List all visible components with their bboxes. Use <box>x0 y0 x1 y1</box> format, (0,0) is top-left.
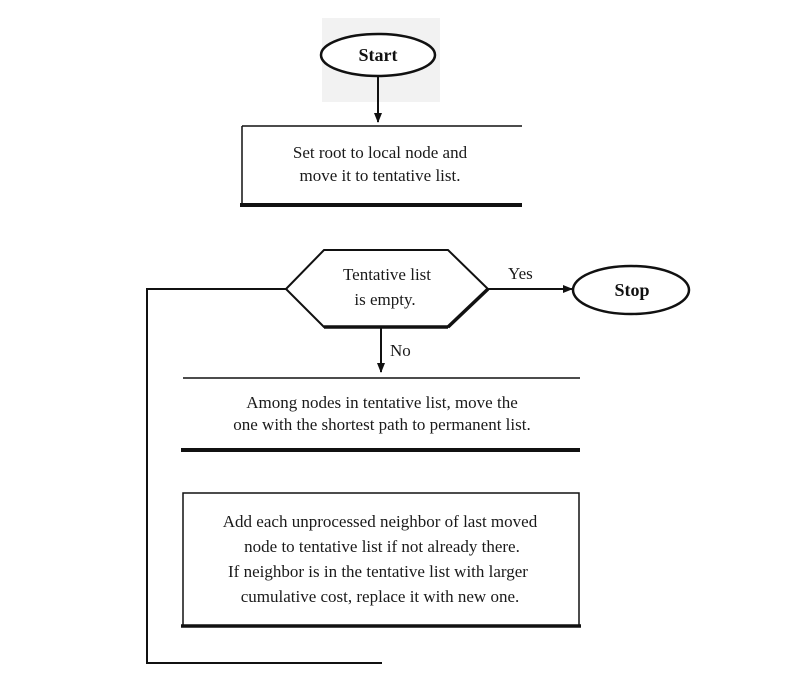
step2-line-1: Among nodes in tentative list, move the <box>246 393 518 412</box>
step3-line-2: node to tentative list if not already th… <box>244 537 520 556</box>
step1-process: Set root to local node and move it to te… <box>240 125 522 207</box>
step3-line-1: Add each unprocessed neighbor of last mo… <box>223 512 538 531</box>
stop-oval <box>571 264 691 316</box>
decision-line-2: is empty. <box>354 290 415 309</box>
step3-process: Add each unprocessed neighbor of last mo… <box>181 492 581 628</box>
start-label: Start <box>359 45 398 65</box>
step1-line-2: move it to tentative list. <box>299 166 460 185</box>
loop-back-connector <box>146 288 382 664</box>
start-terminal: Start <box>319 18 440 102</box>
step1-line-1: Set root to local node and <box>293 143 468 162</box>
decision-shadow-edge <box>446 287 490 329</box>
step2-line-2: one with the shortest path to permanent … <box>233 415 530 434</box>
yes-label: Yes <box>508 264 533 283</box>
stop-terminal: Stop <box>571 264 691 316</box>
step3-line-4: cumulative cost, replace it with new one… <box>241 587 520 606</box>
decision-node: Tentative list is empty. <box>284 249 490 329</box>
stop-label: Stop <box>614 280 649 300</box>
step3-box <box>182 492 580 627</box>
step2-process: Among nodes in tentative list, move the … <box>181 377 580 452</box>
start-oval <box>319 32 437 78</box>
decision-line-1: Tentative list <box>343 265 431 284</box>
step3-line-3: If neighbor is in the tentative list wit… <box>228 562 528 581</box>
no-label: No <box>390 341 411 360</box>
